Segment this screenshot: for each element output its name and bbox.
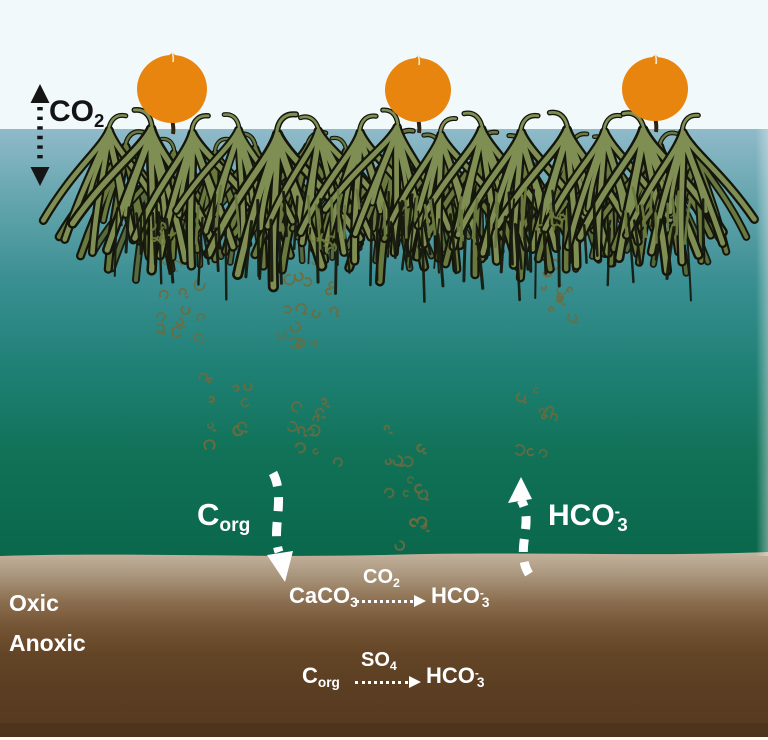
reaction1-catalyst-base: CO [363, 566, 393, 588]
reaction2-catalyst-sub: 4 [389, 658, 397, 673]
reaction2-product-base: HCO [426, 663, 475, 688]
reaction2-reactant-base: C [302, 663, 318, 688]
anoxic-label: Anoxic [9, 630, 86, 656]
co2-arrow-down-head [30, 167, 50, 186]
corg-label-base: C [197, 497, 220, 532]
corg-arrow-shaft [268, 470, 284, 554]
reaction1-product: HCO-3 [431, 583, 490, 611]
co2-exchange-arrow [30, 84, 50, 186]
reaction1-product-sup: - [479, 585, 484, 600]
hco3-arrow-head [508, 477, 532, 503]
co2-label-sub: 2 [94, 109, 105, 131]
reaction2-reactant: Corg [302, 663, 340, 691]
hco3-arrow-shaft [516, 497, 534, 577]
corg-sink-arrow [267, 470, 293, 582]
reaction2-product-sub: 3 [476, 675, 485, 691]
reaction1-catalyst-sub: 2 [393, 575, 400, 590]
co2-label: CO2 [49, 95, 104, 130]
bottom-edge [0, 737, 768, 740]
reaction1-reactant-base: CaCO [289, 583, 351, 608]
sediment-bottom-band [0, 723, 768, 737]
reaction2-catalyst: SO4 [361, 649, 397, 673]
hco3-label-base: HCO [548, 499, 615, 532]
reaction2-product-sup: - [474, 665, 479, 680]
corg-arrow-head [267, 551, 293, 582]
buoy [385, 54, 451, 134]
buoy [137, 51, 207, 135]
reaction1-reactant-sub: 3 [350, 595, 358, 611]
oxic-label: Oxic [9, 590, 59, 616]
co2-arrow-up-head [30, 84, 50, 103]
reaction2-product: HCO-3 [426, 663, 485, 691]
sinking-particles [154, 255, 579, 551]
kelp-canopy [38, 107, 760, 303]
right-edge-highlight [756, 129, 768, 556]
buoy [622, 53, 688, 133]
reaction1-catalyst: CO2 [363, 566, 400, 590]
corg-label-sub: org [219, 514, 251, 536]
hco3-label-sup: - [614, 502, 621, 521]
reaction2-reactant-sub: org [317, 675, 340, 691]
corg-label: Corg [197, 497, 250, 535]
hco3-label-sub: 3 [617, 513, 628, 535]
buoys [137, 51, 688, 135]
reaction1-product-sub: 3 [481, 595, 490, 611]
hco3-water-label: HCO-3 [548, 499, 628, 534]
reaction1-product-base: HCO [431, 583, 480, 608]
reaction1-reactant: CaCO3 [289, 583, 358, 611]
hco3-release-arrow [508, 477, 534, 577]
reaction1-arrow [356, 595, 426, 607]
co2-label-base: CO [49, 95, 94, 128]
reaction2-arrow [355, 676, 421, 688]
reaction2-catalyst-base: SO [361, 649, 390, 671]
sediment [0, 552, 768, 740]
